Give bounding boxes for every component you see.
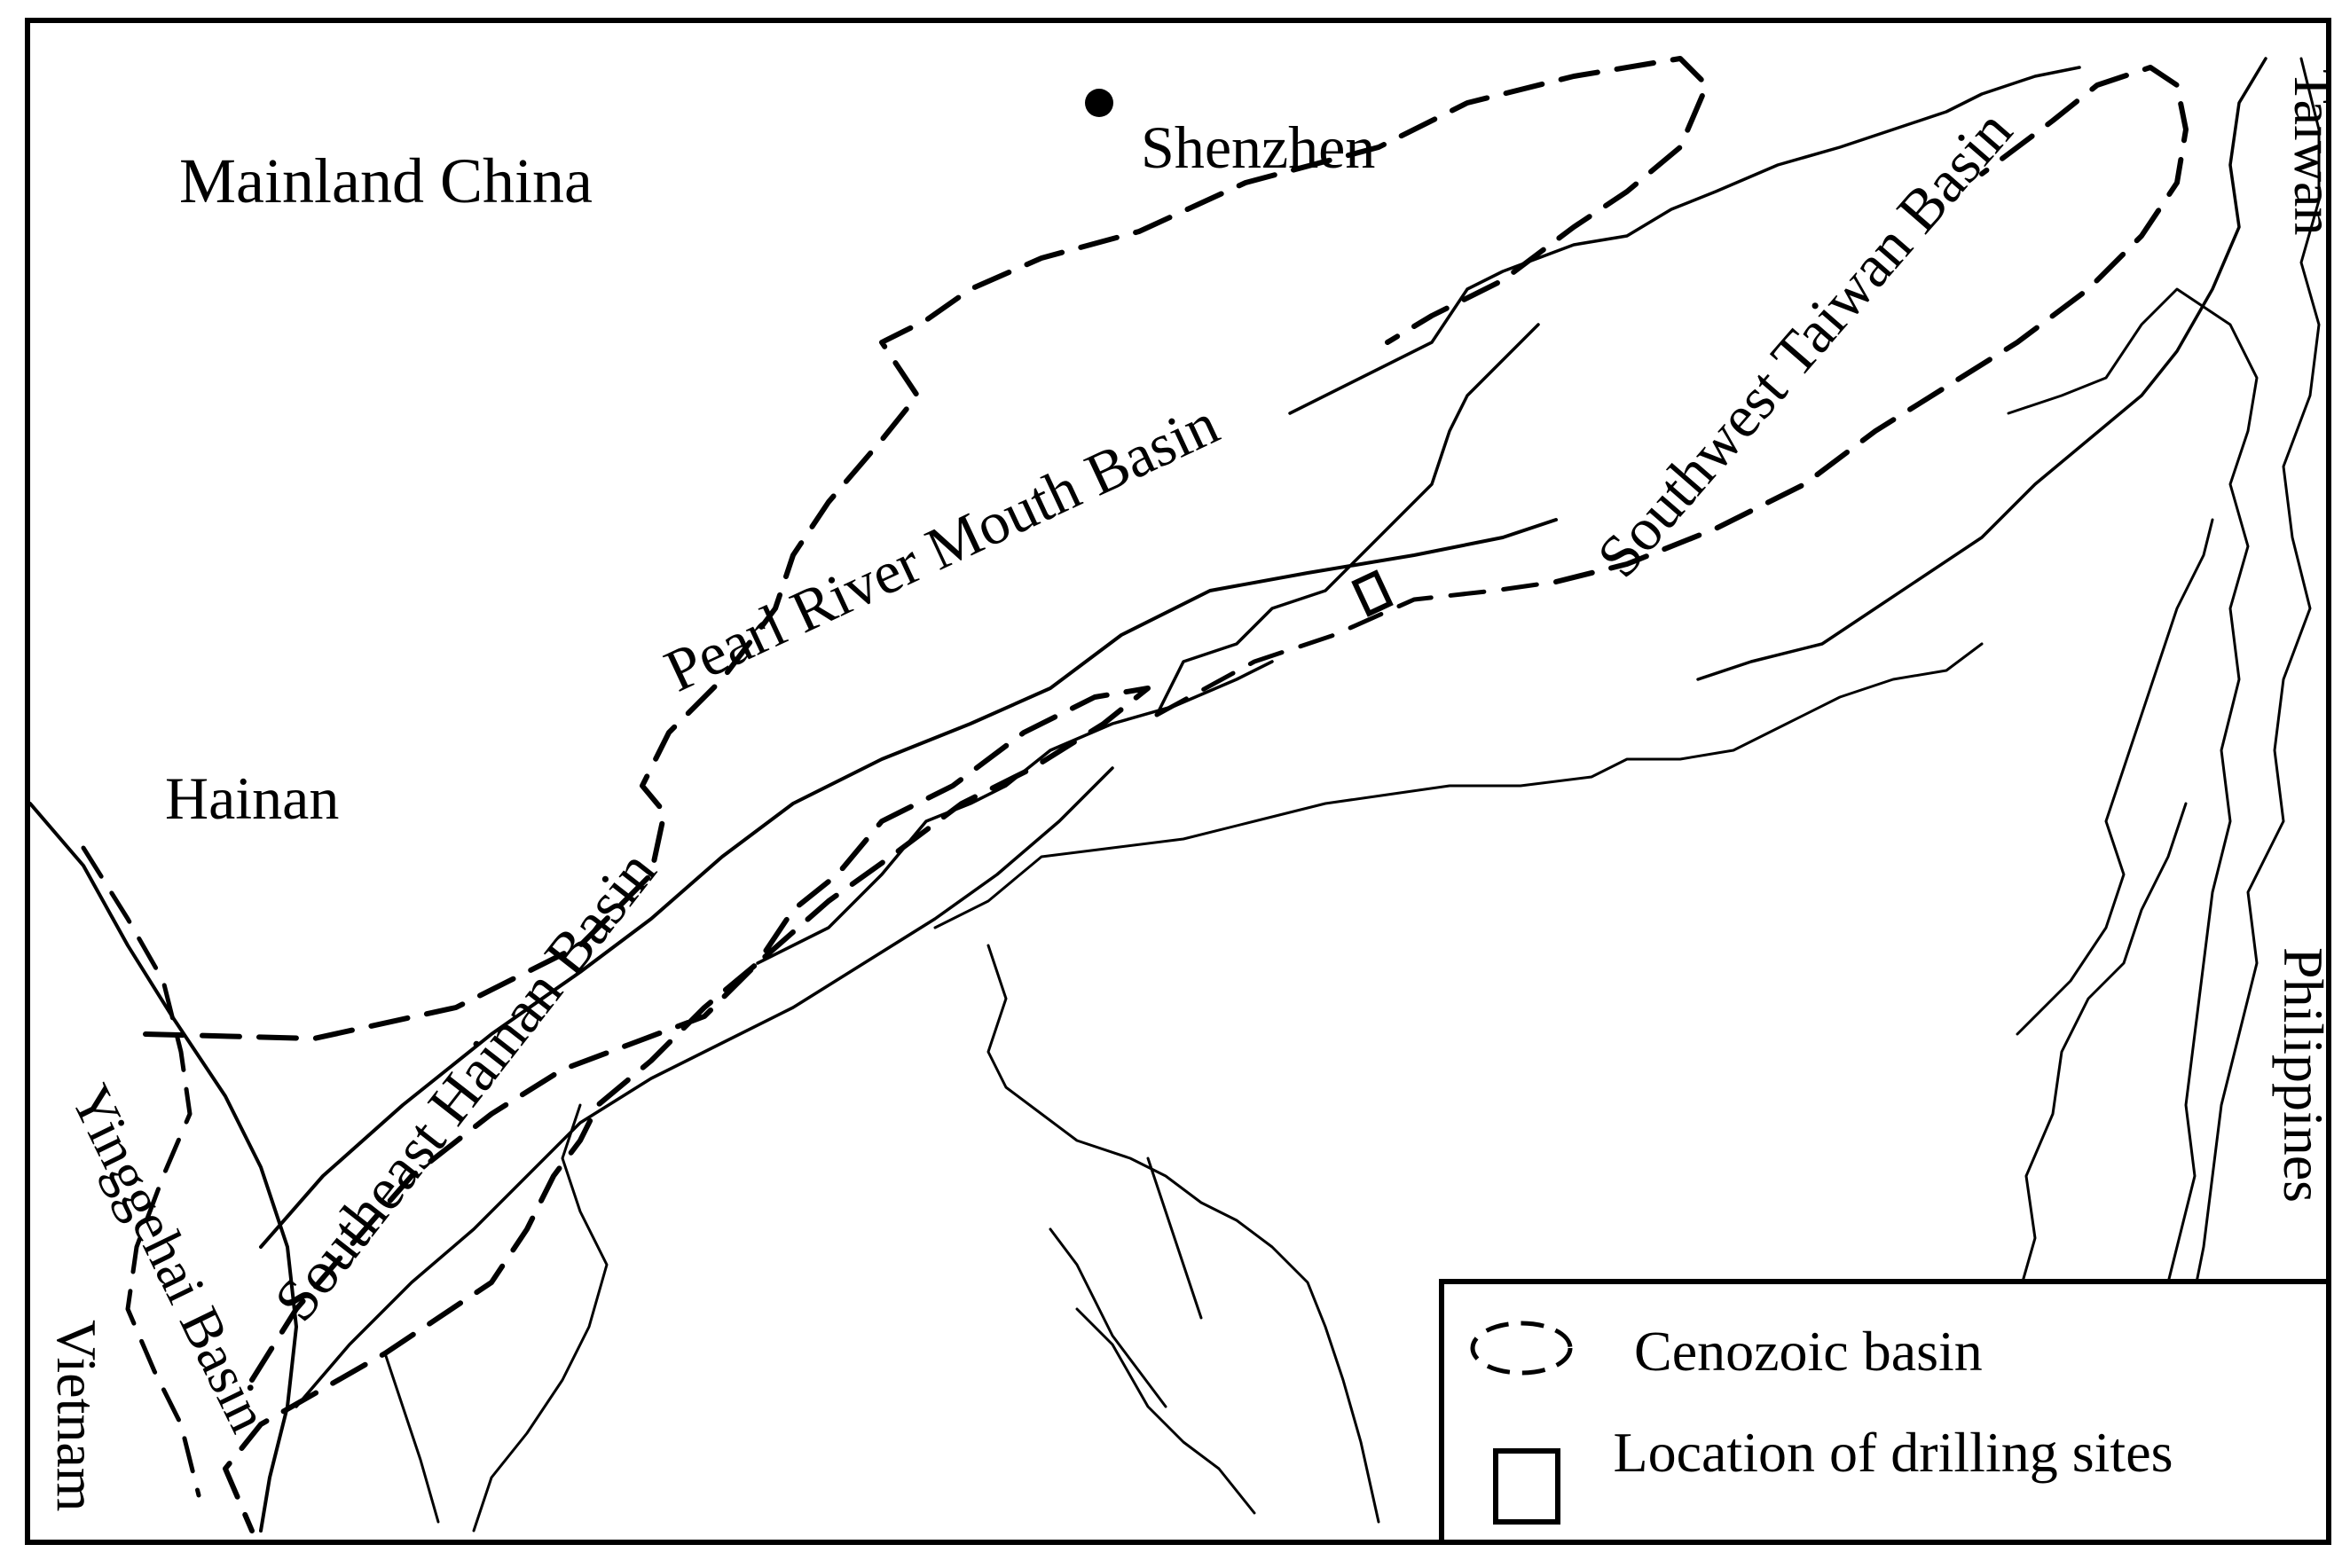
map-canvas — [30, 56, 2321, 1533]
map-legend: Cenozoic basin Location of drilling site… — [1439, 1279, 2331, 1545]
label-taiwan: Taiwan — [2283, 69, 2331, 236]
drilling-site-legend-icon — [1493, 1448, 1560, 1525]
southeast-hainan-basin-outline — [223, 686, 1151, 1533]
pearl-river-mouth-basin-outline — [143, 56, 1709, 1041]
yinggehai-basin-outline — [81, 845, 201, 1498]
central-basin-boundary — [1154, 579, 1559, 717]
contour-line — [1075, 1307, 1256, 1515]
label-hainan: Hainan — [165, 764, 340, 832]
contour-line — [383, 1352, 440, 1524]
label-mainland-china: Mainland China — [179, 145, 593, 216]
legend-drilling-sites: Location of drilling sites — [1613, 1421, 2173, 1484]
city-marker-icon — [1085, 89, 1113, 117]
legend-cenozoic-basin: Cenozoic basin — [1634, 1320, 1983, 1383]
contour-line — [1288, 66, 2081, 415]
southwest-taiwan-basin-outline — [1553, 65, 2189, 584]
contour-line — [1146, 1156, 1203, 1320]
contour-line — [756, 660, 1274, 965]
contour-line — [30, 802, 298, 1533]
contour-line — [295, 766, 1114, 1408]
contour-line — [2007, 287, 2259, 1284]
label-shenzhen: Shenzhen — [1141, 114, 1376, 181]
contour-line — [472, 1103, 609, 1533]
contour-line — [259, 518, 1558, 1249]
contour-line — [933, 642, 1984, 929]
label-philippines: Philippines — [2272, 947, 2331, 1203]
contour-line — [1696, 57, 2267, 681]
contour-line — [2193, 57, 2321, 1293]
drilling-site-icon[interactable] — [1351, 569, 1394, 617]
cenozoic-basin-icon — [1470, 1321, 1573, 1376]
contour-line — [1155, 323, 1540, 717]
contour-line — [1049, 1227, 1167, 1408]
label-vietnam: Vietnam — [45, 1320, 108, 1512]
contour-line — [986, 944, 1380, 1524]
contour-line — [2016, 802, 2188, 1302]
contour-line — [2016, 518, 2214, 1036]
map-frame: Mainland China Shenzhen Hainan Pearl Riv… — [25, 18, 2331, 1545]
